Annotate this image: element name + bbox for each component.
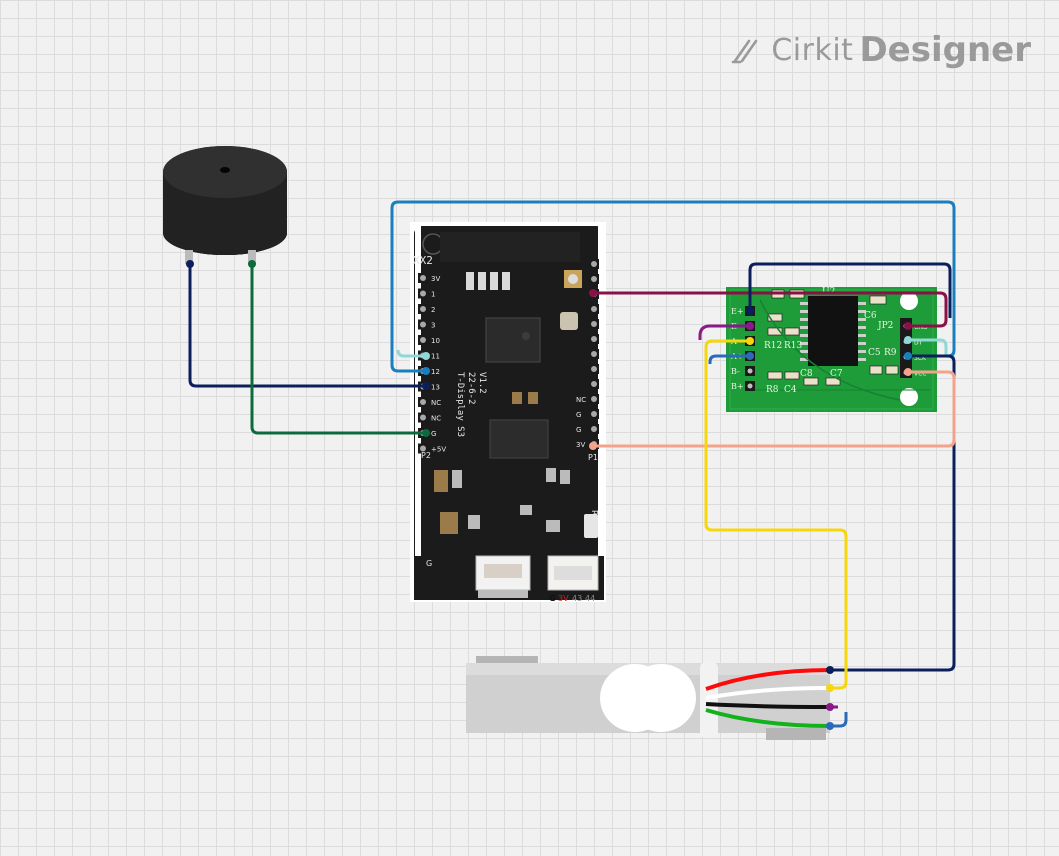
label-xx2: XX2 <box>413 254 433 267</box>
label-gnd-bottom: G <box>426 559 432 568</box>
hx711-silk-label: C6 <box>864 311 877 321</box>
wire-navy-load <box>830 354 956 672</box>
wire-purple <box>698 324 750 340</box>
board-left-pin[interactable]: NC <box>418 397 441 407</box>
hx711-silk-label: R9 <box>884 348 897 358</box>
board-right-pin[interactable]: G <box>576 424 599 434</box>
wire-blue-loop <box>390 200 956 373</box>
board-left-pin-label: G <box>431 430 436 438</box>
wire-lightblue <box>708 354 750 364</box>
board-silk-text: V1.2 <box>477 372 487 394</box>
label-rst: RST <box>590 510 599 526</box>
board-left-pin-label: 12 <box>431 368 440 376</box>
hx711-silk-label: R12 <box>764 341 782 351</box>
wire-maroon <box>593 291 948 328</box>
wire-cyan <box>396 349 426 358</box>
wire-salmon <box>593 370 956 448</box>
brand-name-part1: Cirkit <box>771 32 854 68</box>
label-p2: P2 <box>421 451 431 460</box>
board-left-pin-label: 10 <box>431 337 440 345</box>
board-right-pin-label: G <box>576 411 581 419</box>
board-left-pin[interactable]: 1 <box>418 288 435 299</box>
board-left-pin-label: +5V <box>431 446 446 454</box>
hx711-left-pin[interactable]: B+ <box>731 381 755 391</box>
board-left-pin-label: 11 <box>431 353 440 361</box>
wire-buzzer-pos <box>250 264 426 435</box>
board-left-pin-label: 13 <box>431 384 440 392</box>
board-right-pin[interactable] <box>589 334 599 344</box>
board-right-pin-label: 3V <box>576 441 585 449</box>
load-cell[interactable] <box>466 656 831 740</box>
brand-logo: Cirkit Designer <box>731 30 1031 70</box>
label-p1: P1 <box>588 453 598 462</box>
hx711-left-pin[interactable]: B- <box>731 366 755 376</box>
pencil-logo-icon <box>732 39 758 64</box>
board-right-pin[interactable]: G <box>576 409 599 419</box>
board-silk-text: 22-6-2 <box>466 372 476 405</box>
bottom-header-3v: 3V <box>558 594 569 603</box>
board-right-pin-label: NC <box>576 396 586 404</box>
board-right-pin[interactable] <box>589 319 599 329</box>
board-left-pin[interactable]: 3 <box>418 319 435 330</box>
board-right-pin[interactable] <box>589 304 599 314</box>
bottom-header-g: G <box>549 594 556 603</box>
hx711-silk-label: C4 <box>784 385 797 395</box>
hx711-right-pin-label: DT <box>914 340 923 347</box>
wire-buzzer-neg <box>188 264 426 388</box>
board-silk-text: T-Display S3 <box>455 372 465 437</box>
hx711-silk-label: C5 <box>868 348 881 358</box>
board-right-pin[interactable] <box>589 364 599 374</box>
brand-name-part2: Designer <box>859 30 1031 70</box>
board-right-pin-label: G <box>576 426 581 434</box>
wire-navy-top <box>748 262 952 318</box>
board-right-pin[interactable] <box>589 274 599 284</box>
hx711-left-pin-label: E+ <box>731 307 744 316</box>
hx711-silk-label: R8 <box>766 385 779 395</box>
board-left-pin-label: NC <box>431 415 441 423</box>
board-left-pin-label: 1 <box>431 291 435 299</box>
board-left-pin-label: 2 <box>431 306 435 314</box>
wire-yellow <box>704 339 848 690</box>
hx711-silk-label: R13 <box>784 341 803 351</box>
board-left-pin[interactable]: +5V <box>418 443 446 454</box>
board-right-pin[interactable] <box>589 379 599 389</box>
board-left-pin[interactable]: 3V <box>418 273 440 283</box>
wires <box>188 200 956 728</box>
hx711-right-pin-label: SCK <box>914 355 927 362</box>
wire-endpoints <box>186 260 912 730</box>
bottom-header-44: 44 <box>585 594 595 603</box>
hx711-right-pin-label: VCC <box>914 371 926 378</box>
hx711-left-pin-label: B+ <box>731 382 744 391</box>
board-left-pin-label: 3V <box>431 275 440 283</box>
board-right-pin[interactable] <box>589 349 599 359</box>
board-left-pin[interactable]: NC <box>418 412 441 423</box>
hx711-silk-label: C7 <box>830 369 843 379</box>
board-right-pin[interactable]: NC <box>576 394 599 404</box>
board-right-pin[interactable] <box>589 259 599 269</box>
board-left-pin-label: NC <box>431 399 441 407</box>
board-left-pin-label: 3 <box>431 322 435 330</box>
board-left-pin[interactable]: 2 <box>418 304 435 314</box>
hx711-silk-label: C8 <box>800 369 813 379</box>
bottom-header-43: 43 <box>572 594 582 603</box>
board-left-pin[interactable]: 10 <box>418 335 440 345</box>
hx711-left-pin-label: B- <box>731 367 740 376</box>
hx711-silk-label: JP2 <box>877 321 893 331</box>
piezo-buzzer[interactable] <box>163 146 287 264</box>
